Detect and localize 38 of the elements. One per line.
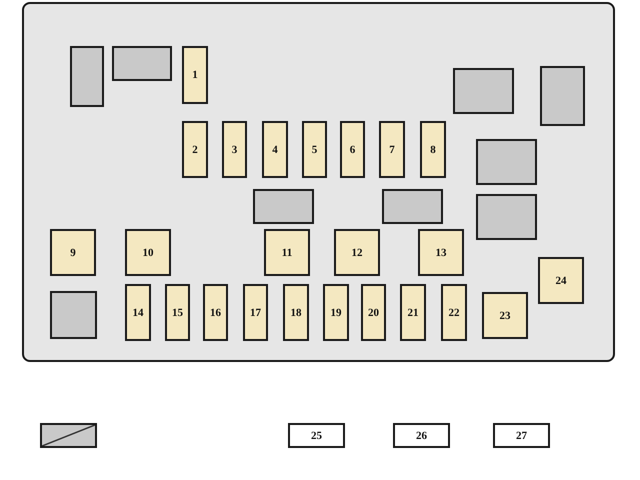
fuse: 24	[538, 257, 584, 304]
fuse: 23	[482, 292, 528, 339]
relay-block	[540, 66, 585, 126]
fuse: 21	[400, 284, 426, 341]
spare-fuse: 27	[493, 423, 550, 448]
fuse-box-panel	[22, 2, 615, 362]
fuse: 10	[125, 229, 171, 276]
fuse: 13	[418, 229, 464, 276]
relay-block	[453, 68, 514, 114]
fuse: 6	[340, 121, 365, 178]
fuse: 20	[361, 284, 386, 341]
relay-block	[112, 46, 172, 81]
fuse: 8	[420, 121, 446, 178]
fuse: 3	[222, 121, 247, 178]
relay-block	[476, 194, 537, 240]
relay-block	[50, 291, 97, 339]
relay-block	[70, 46, 104, 107]
fuse: 15	[165, 284, 190, 341]
fuse: 18	[283, 284, 309, 341]
spare-fuse: 26	[393, 423, 450, 448]
fuse: 16	[203, 284, 228, 341]
relay-symbol	[40, 423, 97, 448]
relay-block	[382, 189, 443, 224]
relay-block	[253, 189, 314, 224]
fuse: 17	[243, 284, 268, 341]
fuse: 12	[334, 229, 380, 276]
fuse: 9	[50, 229, 96, 276]
relay-block	[476, 139, 537, 185]
fuse: 7	[379, 121, 405, 178]
fuse: 14	[125, 284, 151, 341]
fuse: 22	[441, 284, 467, 341]
fuse: 4	[262, 121, 288, 178]
spare-fuse: 25	[288, 423, 345, 448]
fuse: 1	[182, 46, 208, 104]
fuse: 19	[323, 284, 349, 341]
fuse: 5	[302, 121, 327, 178]
fuse: 2	[182, 121, 208, 178]
fuse: 11	[264, 229, 310, 276]
